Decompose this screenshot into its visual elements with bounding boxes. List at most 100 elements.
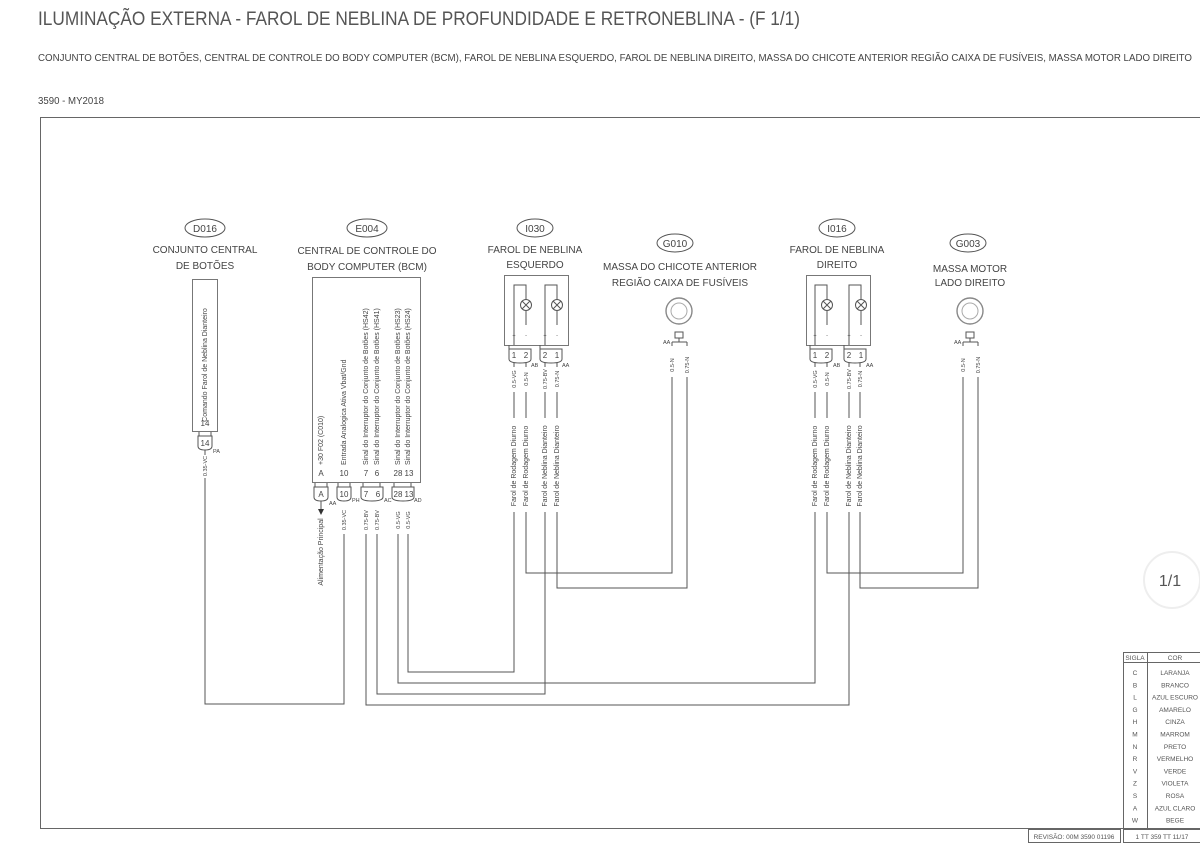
model-label: 3590 - MY2018: [38, 96, 104, 107]
legend-color-name: AMARELO: [1159, 707, 1191, 714]
component-g003: G003 MASSA MOTOR LADO DIREITO AA 0.5-N 0…: [933, 233, 1007, 373]
wire-i030-1-to-g010: [556, 377, 688, 589]
component-i016: I016 FAROL DE NEBLINA DIREITO + - + - 1 …: [790, 218, 885, 507]
wire-function: Farol de Rodagem Diurno: [511, 426, 518, 507]
component-e004: E004 CENTRAL DE CONTROLE DO BODY COMPUTE…: [297, 218, 437, 586]
component-name: MASSA MOTOR: [933, 264, 1007, 275]
component-i030: I030 FAROL DE NEBLINA ESQUERDO + - + - 1…: [488, 218, 583, 507]
legend-code: N: [1133, 744, 1138, 751]
component-name: DIREITO: [817, 260, 858, 271]
connector-pin: 10: [340, 490, 349, 499]
legend-color-name: VIOLETA: [1162, 781, 1190, 788]
connector-code: AB: [833, 363, 841, 369]
connector-code: AA: [954, 340, 962, 346]
legend-code: Z: [1133, 781, 1137, 788]
wire-label: 0.5-N: [670, 358, 676, 371]
connector-pin: 2: [825, 351, 830, 360]
component-name: LADO DIREITO: [935, 278, 1006, 289]
lamp-icon: [551, 299, 563, 311]
supply-label: Alimentação Principal: [318, 518, 325, 586]
connector-code: AA: [663, 340, 671, 346]
legend-code: L: [1133, 695, 1137, 702]
wire-label: 0.5-VG: [813, 370, 819, 387]
wire-label: 0.75-N: [555, 371, 561, 388]
polarity: -: [556, 333, 558, 339]
polarity: -: [826, 333, 828, 339]
pin-number: 7: [364, 469, 369, 478]
connector-code: PH: [352, 498, 360, 504]
wire-label: 0.5-VG: [406, 511, 412, 528]
connector-code: PA: [213, 449, 220, 455]
ground-terminal-icon: [956, 297, 984, 339]
lamp-icon: [821, 299, 833, 311]
wire-label: 0.75-N: [858, 371, 864, 388]
page-subtitle: CONJUNTO CENTRAL DE BOTÕES, CENTRAL DE C…: [38, 51, 1192, 64]
legend-color-name: BEGE: [1166, 818, 1185, 825]
connector-pin: 6: [376, 490, 381, 499]
wire-label: 0.5-N: [961, 358, 967, 371]
connector-code: AA: [329, 501, 337, 507]
legend-code: V: [1133, 768, 1138, 775]
wire-function: Farol de Neblina Dianteiro: [857, 425, 864, 506]
pin-number: A: [318, 469, 324, 478]
pin-number: 28: [394, 469, 403, 478]
pin-function: Sinal do Interruptor do Conjunto de Botõ…: [405, 308, 412, 465]
polarity: +: [512, 333, 515, 339]
legend-code: M: [1132, 732, 1137, 739]
wire-d016-14-to-e004-10: [204, 478, 345, 705]
wire-i016-2-to-g003: [826, 377, 964, 574]
wire-function: Farol de Rodagem Diurno: [824, 426, 831, 507]
component-d016: D016 CONJUNTO CENTRAL DE BOTÕES Comando …: [153, 218, 258, 476]
component-id: I016: [827, 224, 847, 235]
component-name: MASSA DO CHICOTE ANTERIOR: [603, 262, 757, 273]
polarity: +: [847, 333, 850, 339]
connector-pin: 1: [555, 351, 560, 360]
page-title: ILUMINAÇÃO EXTERNA - FAROL DE NEBLINA DE…: [38, 8, 800, 30]
connector-pin: 1: [813, 351, 818, 360]
legend-code: B: [1133, 682, 1137, 689]
polarity: +: [813, 333, 816, 339]
connector-pin: 2: [847, 351, 852, 360]
connector-code: AC: [384, 498, 392, 504]
legend-code: W: [1132, 818, 1139, 825]
connector-code: AB: [531, 363, 539, 369]
legend-color-name: AZUL CLARO: [1155, 805, 1196, 812]
component-name: ESQUERDO: [506, 260, 563, 271]
component-id: G003: [956, 239, 981, 250]
wire-label: 0.75-N: [685, 357, 691, 374]
legend-code: C: [1133, 670, 1138, 677]
legend-header: SIGLA: [1125, 655, 1145, 662]
wire-e004-28-to-i016-1: [397, 392, 816, 684]
pin-function: Sinal do Interruptor do Conjunto de Botõ…: [395, 308, 402, 465]
polarity: +: [543, 333, 546, 339]
pin-function: Sinal do Interruptor do Conjunto de Botõ…: [374, 308, 381, 465]
drawing-code: 1 TT 359 TT 11/17: [1136, 834, 1189, 841]
connector-code: AD: [414, 498, 422, 504]
legend-color-name: VERMELHO: [1157, 756, 1193, 763]
polarity: -: [860, 333, 862, 339]
pin-function: +30 F02 (C010): [318, 416, 325, 465]
arrow-down-icon: [318, 509, 324, 515]
legend-color-name: PRETO: [1164, 744, 1186, 751]
legend-color-name: AZUL ESCURO: [1152, 695, 1198, 702]
legend-code: A: [1133, 805, 1138, 812]
component-name: CENTRAL DE CONTROLE DO: [297, 246, 436, 257]
component-id: I030: [525, 224, 545, 235]
component-id: G010: [663, 239, 688, 250]
wire-label: 0.75-BV: [364, 510, 370, 530]
connector-code: AA: [866, 363, 874, 369]
connector-pin: 28: [394, 490, 403, 499]
wire-e004-6-to-i030-2: [376, 392, 546, 695]
pin-number: 6: [375, 469, 380, 478]
wire-label: 0.35-VC: [342, 510, 348, 530]
lamp-icon: [855, 299, 867, 311]
component-name: REGIÃO CAIXA DE FUSÍVEIS: [612, 276, 748, 289]
wire-e004-7-to-i016-2: [365, 392, 850, 706]
pin-number: 10: [340, 469, 349, 478]
page-indicator[interactable]: 1/1: [1143, 551, 1200, 609]
legend-color-name: LARANJA: [1160, 670, 1190, 677]
pin-function: Comando Farol de Neblina Dianteiro: [202, 308, 209, 422]
wire-i016-1-to-g003: [859, 377, 979, 589]
wire-label: 0.35-VC: [203, 456, 209, 476]
